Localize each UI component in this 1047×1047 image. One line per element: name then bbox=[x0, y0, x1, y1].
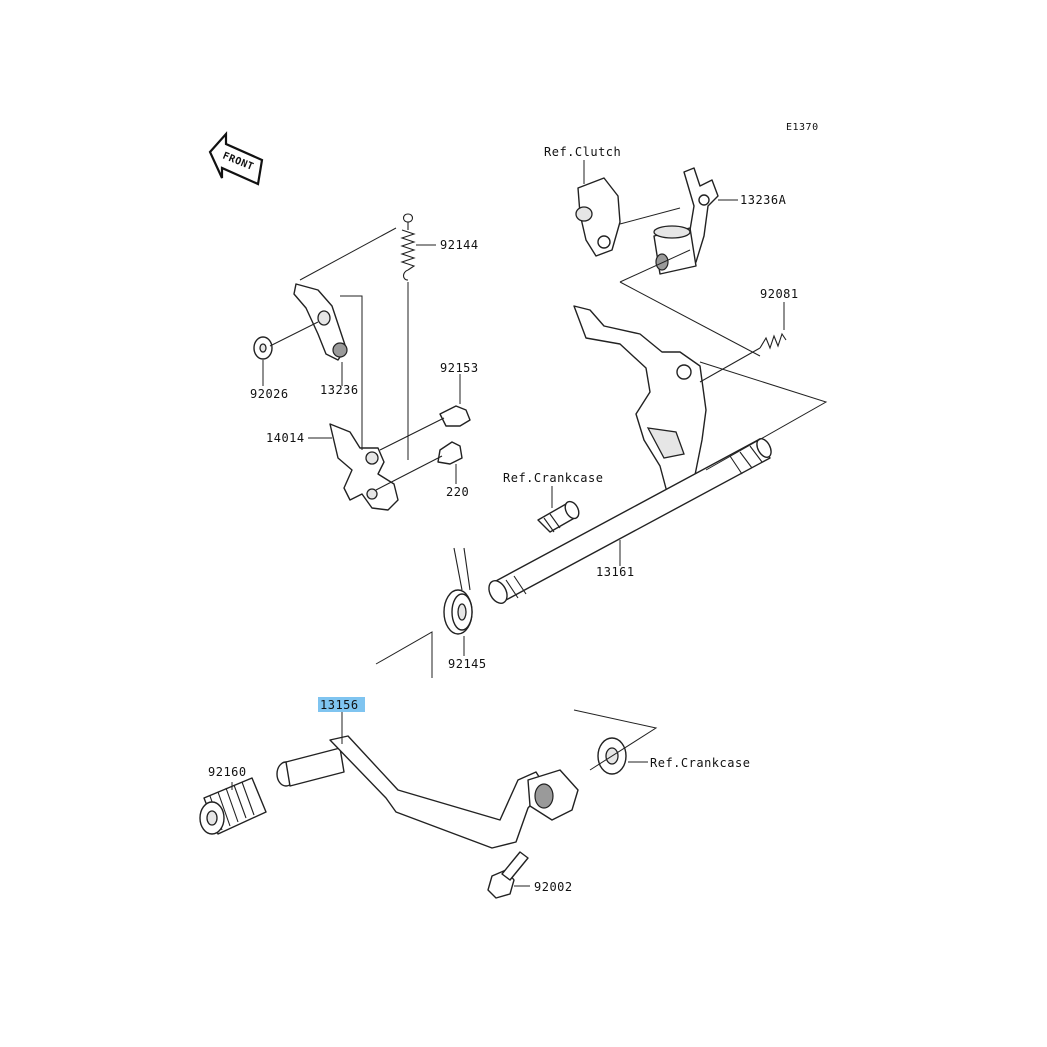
label-92144: 92144 bbox=[440, 238, 479, 252]
label-92153: 92153 bbox=[440, 361, 479, 375]
washer-92026-part bbox=[253, 336, 273, 360]
label-92160: 92160 bbox=[208, 765, 247, 779]
bolt-220-part bbox=[375, 441, 463, 491]
diagram-code: E1370 bbox=[786, 122, 819, 133]
highlight-box bbox=[318, 697, 365, 712]
bolt-92002-part bbox=[487, 851, 529, 899]
spring-92145-part bbox=[443, 547, 473, 635]
arm-13236-part bbox=[293, 283, 348, 361]
shift-pedal-13156-part bbox=[276, 735, 547, 849]
label-92026: 92026 bbox=[250, 387, 289, 401]
label-ref-crankcase-bottom: Ref.Crankcase bbox=[650, 756, 750, 770]
clutch-arm-part bbox=[575, 177, 621, 257]
lever-14014-part bbox=[329, 423, 399, 511]
front-arrow-icon: FRONT bbox=[208, 131, 264, 186]
clamp-part bbox=[527, 769, 579, 821]
label-13236: 13236 bbox=[320, 383, 359, 397]
stud-crankcase-part bbox=[537, 500, 580, 533]
label-13156: 13156 bbox=[320, 698, 359, 712]
label-220: 220 bbox=[446, 485, 469, 499]
label-ref-clutch: Ref.Clutch bbox=[544, 145, 621, 159]
label-13236A: 13236A bbox=[740, 193, 787, 207]
collar-part bbox=[653, 225, 697, 275]
bolt-92153-part bbox=[379, 405, 471, 451]
leader-lines bbox=[231, 160, 828, 887]
spring-92144-part bbox=[400, 213, 416, 281]
spring-92081-part bbox=[699, 332, 787, 383]
label-92002: 92002 bbox=[534, 880, 573, 894]
shift-arm-part bbox=[573, 305, 707, 501]
label-14014: 14014 bbox=[266, 431, 305, 445]
label-92145: 92145 bbox=[448, 657, 487, 671]
label-13161: 13161 bbox=[596, 565, 635, 579]
rubber-92160-part bbox=[199, 777, 267, 835]
lever-13236A-part bbox=[683, 167, 719, 263]
highlight-13156[interactable]: 13156 bbox=[318, 697, 365, 712]
label-ref-crankcase-top: Ref.Crankcase bbox=[503, 471, 603, 485]
label-92081: 92081 bbox=[760, 287, 799, 301]
shaft-13161-part bbox=[488, 438, 772, 604]
